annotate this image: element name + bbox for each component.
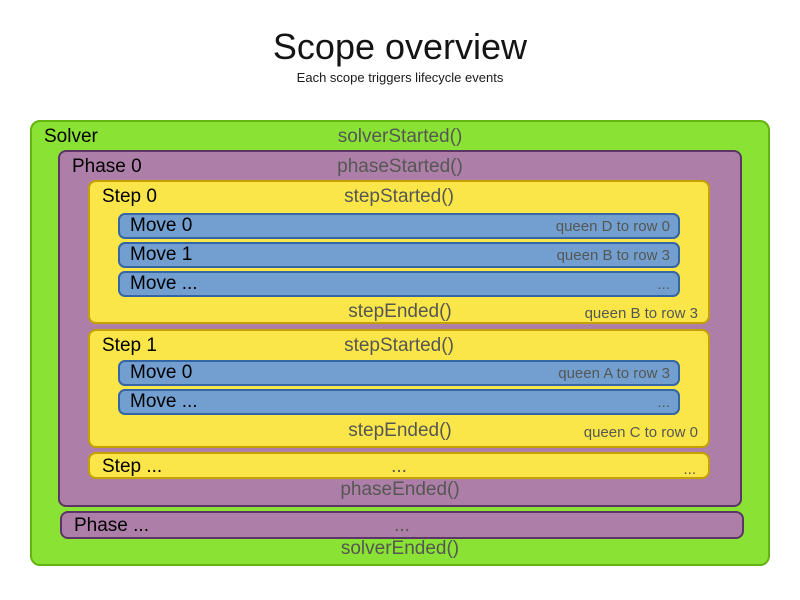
page-title: Scope overview [272, 26, 528, 67]
solver-header-row: Solver solverStarted() [44, 125, 756, 149]
step-0-ended-event: stepEnded() [348, 301, 452, 322]
move-label: Move ... [130, 391, 198, 412]
phase-started-event: phaseStarted() [337, 156, 463, 177]
step-1-started-event: stepStarted() [344, 335, 454, 356]
move-label: Move 0 [130, 215, 193, 236]
step-1-footer-row: stepEnded() queen C to row 0 [102, 420, 698, 442]
page-subtitle: Each scope triggers lifecycle events [296, 70, 504, 85]
phase-ended-event: phaseEnded() [340, 479, 460, 500]
move-note: ... [657, 276, 670, 293]
step-1-scope-box: Step 1 stepStarted() Move 0 queen A to r… [88, 329, 710, 448]
move-label: Move ... [130, 273, 198, 294]
move-label: Move 1 [130, 244, 193, 265]
solver-scope-box: Solver solverStarted() Phase 0 phaseStar… [30, 120, 770, 566]
step-0-header-row: Step 0 stepStarted() [102, 185, 696, 209]
step-0-started-event: stepStarted() [344, 186, 454, 207]
move-row: Move ... ... [118, 271, 680, 297]
phase-more-label: Phase ... [74, 515, 149, 536]
move-label: Move 0 [130, 362, 193, 383]
step-0-footer-row: stepEnded() queen B to row 3 [102, 301, 698, 323]
phase-0-header-row: Phase 0 phaseStarted() [72, 155, 728, 179]
step-1-label: Step 1 [102, 335, 157, 356]
solver-started-event: solverStarted() [337, 126, 463, 147]
move-row: Move 0 queen D to row 0 [118, 213, 680, 239]
step-more-label: Step ... [102, 456, 163, 477]
phase-more-row: Phase ... ... [74, 514, 730, 538]
move-note: queen D to row 0 [555, 218, 670, 235]
step-0-label: Step 0 [102, 186, 157, 207]
step-0-scope-box: Step 0 stepStarted() Move 0 queen D to r… [88, 180, 710, 324]
step-0-ended-note: queen B to row 3 [584, 305, 698, 322]
phase-more-box: Phase ... ... [60, 511, 744, 539]
step-more-right-ellipsis: ... [683, 461, 696, 478]
step-more-row: Step ... ... ... [102, 455, 696, 479]
step-more-ellipsis: ... [391, 456, 407, 477]
step-1-ended-event: stepEnded() [348, 420, 452, 441]
step-1-header-row: Step 1 stepStarted() [102, 334, 696, 358]
move-row: Move 1 queen B to row 3 [118, 242, 680, 268]
phase-0-label: Phase 0 [72, 156, 142, 177]
move-row: Move 0 queen A to row 3 [118, 360, 680, 386]
solver-ended-event: solverEnded() [340, 538, 460, 559]
move-note: queen B to row 3 [556, 247, 670, 264]
step-1-ended-note: queen C to row 0 [583, 424, 698, 441]
move-note: queen A to row 3 [558, 365, 670, 382]
phase-more-ellipsis: ... [394, 515, 410, 536]
step-more-box: Step ... ... ... [88, 452, 710, 479]
solver-label: Solver [44, 126, 98, 147]
move-row: Move ... ... [118, 389, 680, 415]
phase-0-scope-box: Phase 0 phaseStarted() Step 0 stepStarte… [58, 150, 742, 507]
move-note: ... [657, 394, 670, 411]
